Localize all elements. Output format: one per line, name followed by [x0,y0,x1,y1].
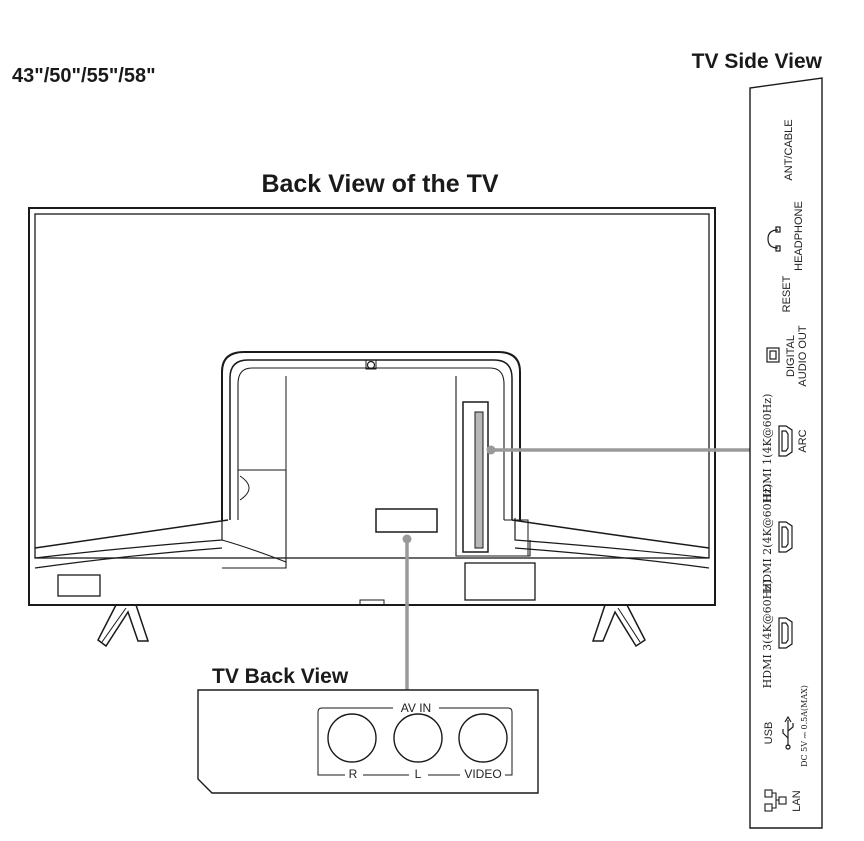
av-port-box [375,508,438,533]
port-reset[interactable]: RESET [781,275,793,312]
port-label-digital: DIGITAL [785,335,797,377]
av-in-bracket [317,707,513,776]
jack-label-l: L [415,767,422,781]
port-label-hdmi-2: HDMI 2(4K@60Hz) [761,484,774,593]
port-label-headphone: HEADPHONE [793,201,805,271]
hdmi-port-icon [778,425,793,457]
port-hdmi-3[interactable]: HDMI 3(4K@60Hz) [761,580,793,689]
port-digital-audio-out[interactable]: DIGITAL AUDIO OUT [766,325,809,387]
av-callout-dot [402,534,412,544]
port-label-ant-cable: ANT/CABLE [783,119,795,180]
av-in-label: AV IN [401,701,431,715]
port-usb[interactable]: USB DC 5V ⎓ 0.5A(MAX) [763,685,809,767]
callout-lines [405,448,750,690]
port-label-reset: RESET [781,275,793,312]
lan-network-icon [764,789,787,812]
jack-label-r: R [349,767,358,781]
side-callout-dot [486,445,496,455]
back-view-title: Back View of the TV [261,170,498,198]
port-label-arc: ARC [797,429,809,452]
port-label-audio-out: AUDIO OUT [797,325,809,386]
usb-icon [782,715,794,750]
av-jack-video[interactable]: VIDEO [458,713,508,781]
back-panel-title: TV Back View [212,665,349,688]
headphone-icon [767,226,781,252]
side-view-panel [749,77,823,829]
usb-power-note: DC 5V ⎓ 0.5A(MAX) [800,685,809,767]
optical-port-icon [766,347,780,363]
av-jack-r[interactable]: R [327,713,377,781]
port-label-hdmi-3: HDMI 3(4K@60Hz) [761,580,774,689]
left-stand [97,604,150,648]
port-headphone[interactable]: HEADPHONE [767,201,805,271]
jack-label-video: VIDEO [464,767,501,781]
tv-back-drawing [28,207,716,648]
port-label-usb: USB [763,722,775,745]
port-lan[interactable]: LAN [764,789,803,812]
tv-outer-frame [28,207,716,606]
side-view-title: TV Side View [692,50,823,73]
rca-jack-icon [327,713,377,763]
rca-jack-icon [393,713,443,763]
rca-jack-icon [458,713,508,763]
port-label-hdmi-1: HDMI 1(4K@60Hz) [761,394,774,503]
port-hdmi-2[interactable]: HDMI 2(4K@60Hz) [761,484,793,593]
port-hdmi-1[interactable]: HDMI 1(4K@60Hz) ARC [761,394,809,503]
tv-inner-frame [34,213,710,559]
tv-size-label: 43"/50"/55"/58" [12,65,156,87]
av-jack-l[interactable]: L [393,713,443,781]
hdmi-port-icon [778,617,793,649]
av-in-panel [197,689,539,794]
hdmi-port-icon [778,521,793,553]
right-stand [591,604,646,648]
port-ant-cable[interactable]: ANT/CABLE [783,119,795,180]
port-label-lan: LAN [791,790,803,811]
side-connector-column [462,401,489,553]
